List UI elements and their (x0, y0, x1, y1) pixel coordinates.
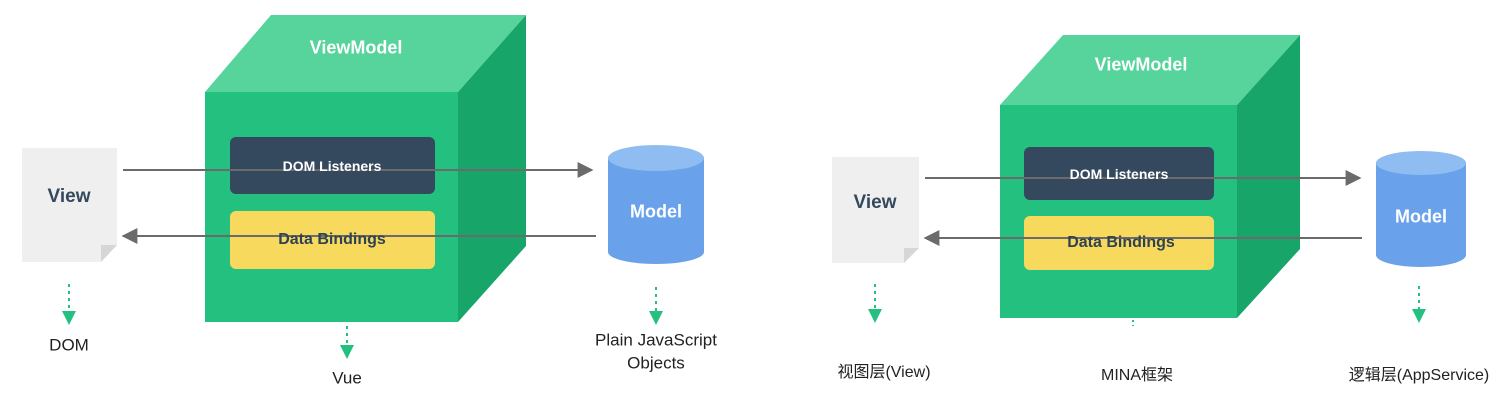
vue-diagram (22, 15, 704, 359)
model-caption-line1: Plain JavaScript (595, 330, 717, 350)
data-bindings-label: Data Bindings (1067, 234, 1175, 251)
data-bindings-label: Data Bindings (278, 231, 386, 248)
model-label: Model (630, 201, 682, 222)
view-label: View (853, 192, 897, 213)
dom-listeners-label: DOM Listeners (282, 158, 382, 174)
view-document-icon (22, 148, 117, 262)
viewmodel-caption: MINA框架 (1100, 367, 1174, 385)
model-caption-line2: Objects (627, 353, 685, 373)
dom-listeners-box (1024, 147, 1214, 200)
viewmodel-cube (205, 15, 526, 322)
mina-diagram (832, 35, 1466, 326)
view-caption: 视图层(View) (837, 364, 931, 382)
view-caption: DOM (49, 335, 89, 355)
viewmodel-title: ViewModel (309, 37, 403, 58)
data-bindings-box (230, 211, 435, 269)
view-document-icon (832, 157, 919, 263)
viewmodel-title: ViewModel (1094, 54, 1188, 75)
viewmodel-cube (1000, 35, 1300, 318)
data-bindings-box (1024, 216, 1214, 270)
viewmodel-caption: Vue (332, 368, 362, 388)
model-label: Model (1395, 206, 1447, 227)
model-cylinder-icon (608, 145, 704, 264)
view-label: View (47, 186, 91, 207)
dom-listeners-label: DOM Listeners (1069, 166, 1169, 182)
dom-listeners-box (230, 137, 435, 194)
model-caption: 逻辑层(AppService) (1348, 367, 1490, 385)
model-cylinder-icon (1376, 151, 1466, 267)
